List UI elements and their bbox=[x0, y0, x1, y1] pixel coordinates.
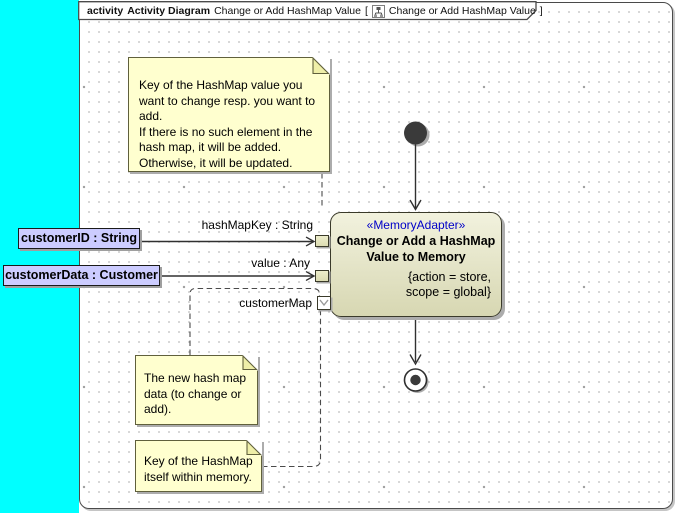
frame-context-open: [ bbox=[364, 5, 368, 17]
parameter-node-customerdata[interactable]: customerData : Customer bbox=[3, 265, 160, 286]
frame-title-tab[interactable] bbox=[78, 1, 540, 21]
initial-node[interactable] bbox=[404, 121, 427, 145]
note-fold-icon bbox=[246, 440, 262, 456]
frame-title: activity Activity Diagram Change or Add … bbox=[87, 4, 543, 18]
arrowhead-icon bbox=[305, 236, 316, 247]
activity-diagram-icon bbox=[371, 4, 385, 18]
canvas-background-strip bbox=[0, 0, 79, 513]
arrowhead-icon bbox=[409, 199, 422, 211]
action-stereotype: «MemoryAdapter» bbox=[366, 218, 466, 232]
frame-keyword: activity bbox=[87, 5, 124, 17]
parameter-node-customerid[interactable]: customerID : String bbox=[18, 228, 140, 249]
note-new-hashmap-data[interactable]: The new hash map data (to change or add)… bbox=[135, 355, 258, 425]
note-fold-icon bbox=[242, 355, 258, 371]
frame-title-pentagon bbox=[78, 1, 537, 21]
action-name-line2: Value to Memory bbox=[366, 250, 466, 264]
frame-context-name: Change or Add HashMap Value bbox=[388, 5, 536, 17]
action-change-or-add-hashmap[interactable]: «MemoryAdapter» Change or Add a HashMap … bbox=[330, 212, 502, 317]
frame-context-close: ] bbox=[539, 5, 543, 17]
chevron-down-value-pin-icon bbox=[319, 299, 329, 307]
arrowhead-icon bbox=[305, 271, 316, 281]
anchor-memkey-to-pin[interactable] bbox=[262, 310, 322, 468]
anchor-newdata-to-pin[interactable] bbox=[189, 287, 321, 356]
note-memory-key[interactable]: Key of the HashMap itself within memory. bbox=[135, 440, 262, 492]
arrowhead-icon bbox=[409, 354, 422, 366]
frame-diagram-type: Activity Diagram bbox=[127, 5, 211, 17]
pin-label-value[interactable]: value : Any bbox=[251, 256, 310, 270]
action-tagged-values-line2: scope = global} bbox=[405, 285, 491, 299]
action-name-line1: Change or Add a HashMap bbox=[336, 234, 496, 248]
note-fold-icon bbox=[312, 57, 330, 75]
final-node-dot bbox=[410, 374, 421, 386]
input-pin-value[interactable] bbox=[315, 270, 329, 282]
pin-label-customermap[interactable]: customerMap bbox=[239, 296, 312, 310]
note-hashmap-key[interactable]: Key of the HashMap value you want to cha… bbox=[128, 57, 330, 172]
note-text: The new hash map data (to change or add)… bbox=[144, 371, 247, 416]
frame-diagram-name: Change or Add HashMap Value bbox=[214, 5, 361, 17]
note-text: Key of the HashMap itself within memory. bbox=[144, 454, 253, 484]
input-pin-hashmapkey[interactable] bbox=[315, 235, 329, 247]
value-pin-customermap[interactable] bbox=[317, 296, 331, 310]
note-text: Key of the HashMap value you want to cha… bbox=[139, 78, 316, 170]
action-tagged-values-line1: {action = store, bbox=[407, 270, 491, 284]
pin-label-hashmapkey[interactable]: hashMapKey : String bbox=[201, 218, 313, 232]
